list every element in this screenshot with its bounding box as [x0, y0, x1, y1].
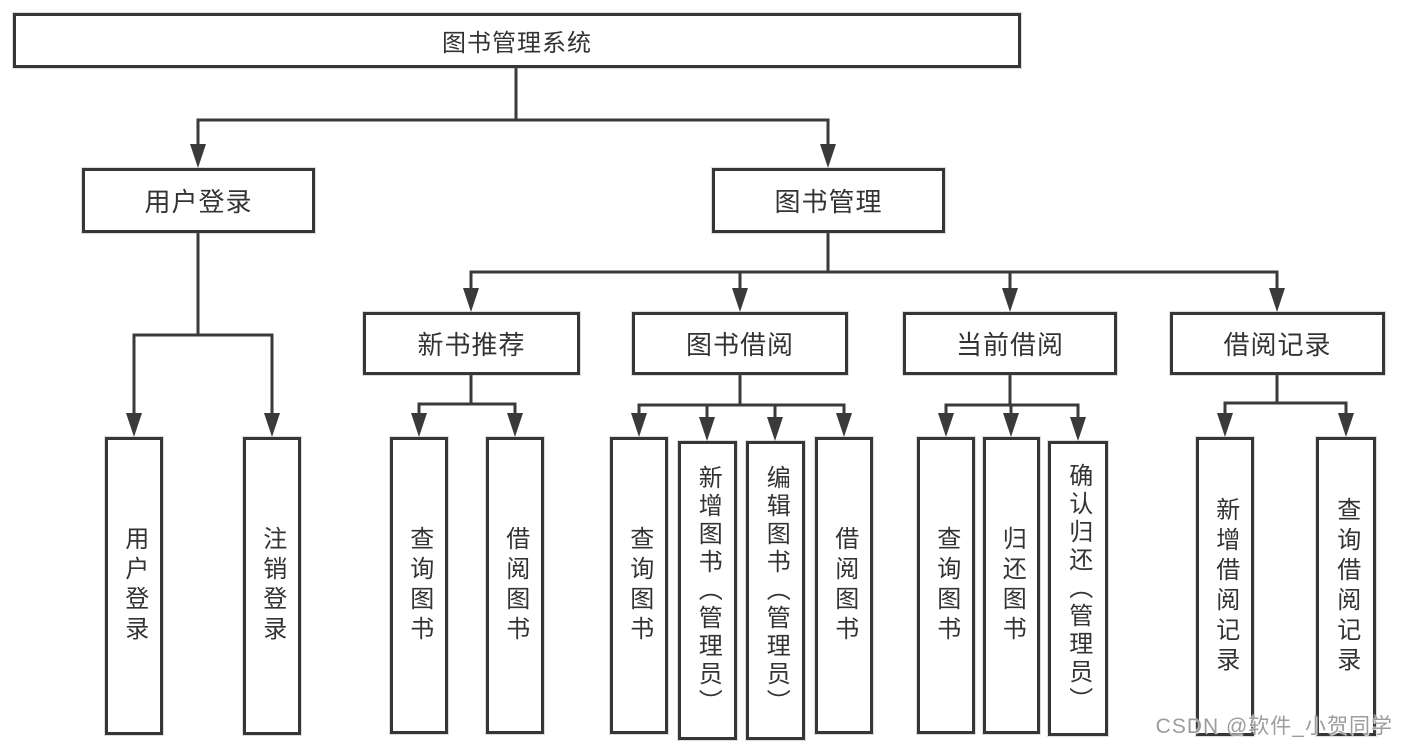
arrow-down-icon: [463, 288, 479, 312]
node-borrow-books-borrowing-label: 借阅图书: [830, 525, 858, 646]
node-query-books-recommend-label: 查询图书: [405, 525, 433, 646]
arrow-down-icon: [264, 413, 280, 437]
arrow-down-icon: [631, 413, 647, 437]
node-borrow-books-recommend-label: 借阅图书: [501, 525, 529, 646]
node-book-management: 图书管理: [712, 168, 945, 233]
node-book-management-label: 图书管理: [774, 187, 883, 217]
node-query-books-current-label: 查询图书: [932, 525, 960, 646]
node-return-book-label: 归还图书: [998, 525, 1026, 646]
node-query-books-current: 查询图书: [917, 437, 975, 734]
node-new-book-recommend: 新书推荐: [363, 312, 580, 375]
arrow-down-icon: [938, 413, 954, 437]
node-new-book-recommend-label: 新书推荐: [417, 330, 526, 360]
node-return-book: 归还图书: [983, 437, 1040, 734]
node-add-book-admin-label: 新增图书（管理员）: [694, 464, 722, 717]
node-query-books-borrowing: 查询图书: [610, 437, 668, 734]
node-confirm-return-admin-label: 确认归还（管理员）: [1064, 462, 1092, 715]
node-login: 用户登录: [105, 437, 163, 735]
node-add-borrow-record: 新增借阅记录: [1196, 437, 1254, 736]
arrow-down-icon: [1269, 288, 1285, 312]
node-root: 图书管理系统: [13, 13, 1021, 68]
arrow-down-icon: [767, 417, 783, 441]
arrow-down-icon: [1338, 413, 1354, 437]
arrow-down-icon: [411, 413, 427, 437]
node-user-login-label: 用户登录: [144, 187, 253, 217]
node-book-borrowing-label: 图书借阅: [685, 330, 794, 360]
node-query-borrow-record: 查询借阅记录: [1316, 437, 1376, 736]
node-edit-book-admin-label: 编辑图书（管理员）: [762, 464, 790, 717]
node-edit-book-admin: 编辑图书（管理员）: [746, 441, 805, 740]
node-query-books-recommend: 查询图书: [390, 437, 448, 734]
arrow-down-icon: [699, 417, 715, 441]
arrow-down-icon: [732, 288, 748, 312]
node-add-borrow-record-label: 新增借阅记录: [1211, 496, 1239, 677]
node-borrow-books-recommend: 借阅图书: [486, 437, 544, 734]
arrow-down-icon: [507, 413, 523, 437]
node-root-label: 图书管理系统: [442, 30, 592, 57]
node-borrowing-records-label: 借阅记录: [1223, 330, 1332, 360]
node-current-borrowing: 当前借阅: [903, 312, 1117, 375]
csdn-watermark: CSDN @软件_小贺同学: [1155, 715, 1393, 738]
node-current-borrowing-label: 当前借阅: [955, 330, 1064, 360]
arrow-down-icon: [190, 144, 206, 168]
node-add-book-admin: 新增图书（管理员）: [678, 441, 737, 740]
node-confirm-return-admin: 确认归还（管理员）: [1048, 441, 1108, 736]
arrow-down-icon: [836, 413, 852, 437]
node-query-borrow-record-label: 查询借阅记录: [1332, 496, 1360, 677]
node-borrow-books-borrowing: 借阅图书: [815, 437, 873, 734]
arrow-down-icon: [1217, 413, 1233, 437]
node-login-label: 用户登录: [120, 526, 148, 646]
node-book-borrowing: 图书借阅: [632, 312, 848, 375]
arrow-down-icon: [126, 413, 142, 437]
arrow-down-icon: [820, 144, 836, 168]
node-logout-label: 注销登录: [258, 526, 286, 646]
node-user-login: 用户登录: [82, 168, 315, 233]
node-query-books-borrowing-label: 查询图书: [625, 525, 653, 646]
node-logout: 注销登录: [243, 437, 301, 735]
node-borrowing-records: 借阅记录: [1170, 312, 1385, 375]
arrow-down-icon: [1070, 417, 1086, 441]
arrow-down-icon: [1002, 288, 1018, 312]
arrow-down-icon: [1003, 413, 1019, 437]
